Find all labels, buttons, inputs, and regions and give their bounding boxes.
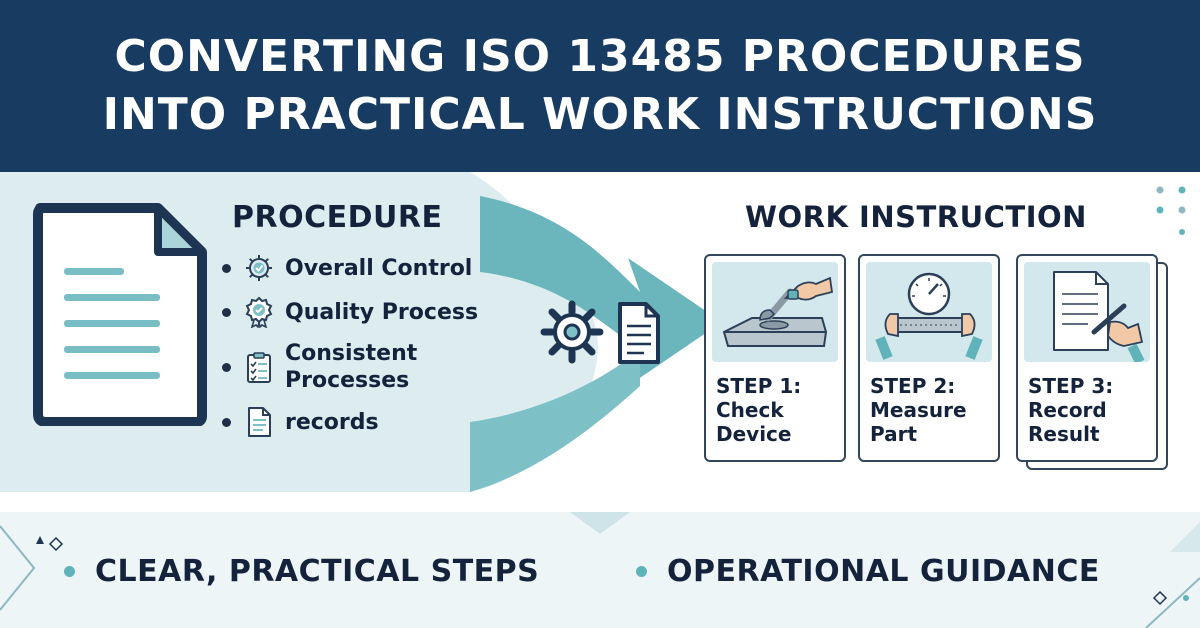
benefit-label: CLEAR, PRACTICAL STEPS [95, 554, 540, 589]
benefits-bar: CLEAR, PRACTICAL STEPS OPERATIONAL GUIDA… [0, 512, 1200, 628]
caliper-gauge-icon [875, 272, 983, 360]
document-icon [618, 302, 660, 364]
step-illustration [712, 262, 838, 362]
bullet-dot [222, 307, 231, 317]
bottom-decoration [0, 512, 1200, 628]
step-label: STEP 1: Check Device [716, 374, 802, 446]
step-illustration [866, 262, 992, 362]
list-item: records [222, 406, 522, 438]
quality-badge-icon [245, 296, 273, 328]
diagram-area: PROCEDURE Overall Control Quality [0, 172, 1200, 512]
flow-arrow-lower [470, 350, 640, 492]
gear-check-icon [246, 255, 272, 281]
title-line-2: INTO PRACTICAL WORK INSTRUCTIONS [102, 89, 1098, 140]
list-item: Consistent Processes [222, 340, 522, 394]
record-document-icon [248, 407, 271, 437]
conversion-icons [540, 300, 660, 364]
procedure-item-label: Overall Control [285, 255, 473, 281]
step-label: STEP 3: Record Result [1028, 374, 1114, 446]
procedure-item-label: Consistent Processes [285, 341, 418, 393]
title-line-1: CONVERTING ISO 13485 PROCEDURES [114, 31, 1086, 82]
gear-icon [540, 300, 604, 364]
benefit-clear-steps: CLEAR, PRACTICAL STEPS [64, 554, 539, 589]
procedure-item-label: Quality Process [285, 299, 479, 325]
procedure-list: Overall Control Quality Process Consiste… [222, 252, 522, 450]
step-illustration [1024, 262, 1150, 365]
bullet-dot [222, 362, 231, 372]
pen-document-icon [1053, 271, 1145, 365]
procedure-document-icon [30, 202, 210, 427]
procedure-item-label: records [285, 409, 379, 435]
bullet-dot [636, 566, 647, 577]
step-card-3: STEP 3: Record Result [1016, 254, 1158, 462]
checklist-icon [247, 352, 271, 383]
procedure-title: PROCEDURE [232, 200, 443, 235]
list-item: Overall Control [222, 252, 522, 284]
benefit-label: OPERATIONAL GUIDANCE [667, 554, 1100, 589]
wrench-device-icon [722, 276, 834, 347]
step-card-1: STEP 1: Check Device [704, 254, 846, 462]
flow-arrow-upper [480, 196, 722, 386]
bullet-dot [222, 417, 231, 427]
step-label: STEP 2: Measure Part [870, 374, 967, 446]
list-item: Quality Process [222, 296, 522, 328]
header-banner: CONVERTING ISO 13485 PROCEDURES INTO PRA… [0, 0, 1200, 172]
step-card-2: STEP 2: Measure Part [858, 254, 1000, 462]
bullet-dot [64, 566, 75, 577]
bullet-dot [222, 263, 231, 273]
benefit-operational-guidance: OPERATIONAL GUIDANCE [636, 554, 1100, 589]
work-instruction-title: WORK INSTRUCTION [745, 200, 1087, 234]
